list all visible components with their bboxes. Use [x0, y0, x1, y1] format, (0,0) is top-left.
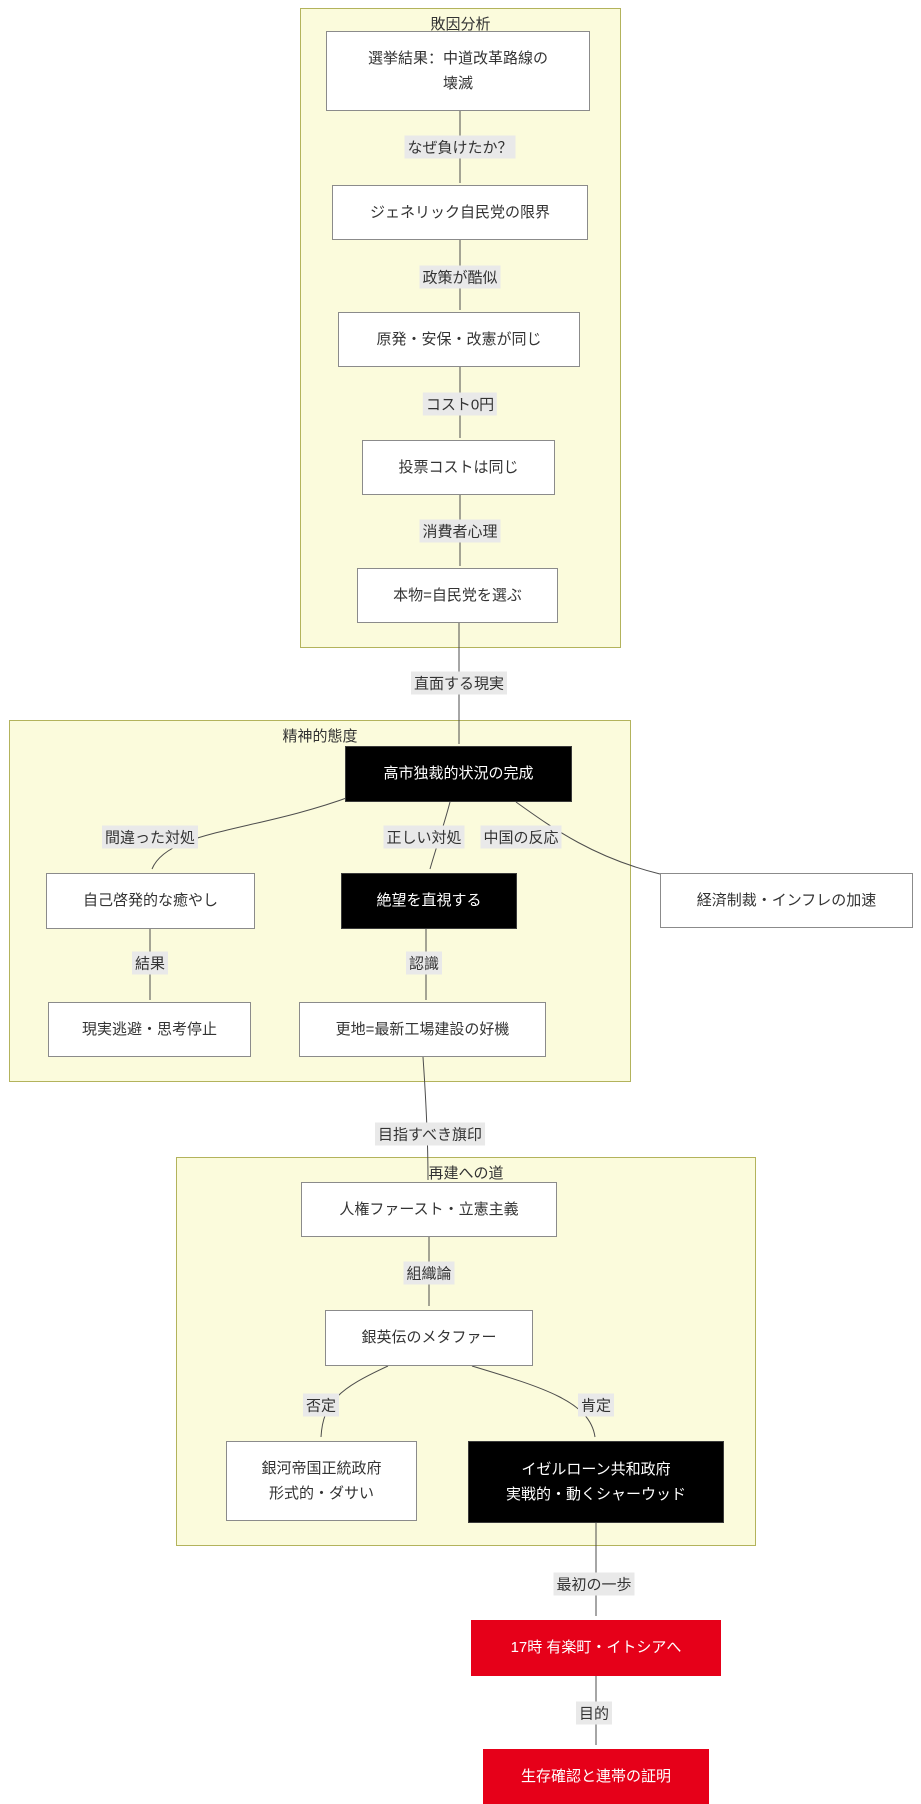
node-galactic-empire-govt: 銀河帝国正統政府 形式的・ダサい — [226, 1441, 417, 1521]
node-logh-metaphor: 銀英伝のメタファー — [325, 1310, 533, 1366]
edge-label-result: 結果 — [131, 951, 169, 975]
node-economic-sanctions: 経済制裁・インフレの加速 — [660, 873, 913, 928]
edge-label-purpose: 目的 — [575, 1701, 613, 1725]
node-voting-cost: 投票コストは同じ — [362, 440, 555, 495]
edge-label-facing-reality: 直面する現実 — [410, 671, 508, 695]
edge-label-flag-to-aim: 目指すべき旗印 — [375, 1122, 485, 1146]
edge-label-wrong-response: 間違った対処 — [101, 825, 199, 849]
edge-label-china-reaction: 中国の反応 — [480, 825, 562, 849]
subgraph-title: 敗因分析 — [430, 16, 491, 33]
edge-label-consumer-mind: 消費者心理 — [419, 519, 501, 543]
edge-label-affirm: 肯定 — [577, 1393, 615, 1417]
node-escapism: 現実逃避・思考停止 — [48, 1002, 251, 1057]
node-same-policies: 原発・安保・改憲が同じ — [338, 312, 580, 367]
edge-label-why-lost: なぜ負けたか？ — [404, 135, 516, 159]
node-takaichi-dictatorship: 高市独裁的状況の完成 — [345, 746, 572, 802]
node-survival-solidarity: 生存確認と連帯の証明 — [483, 1749, 709, 1804]
node-generic-ldp-limit: ジェネリック自民党の限界 — [332, 185, 588, 240]
node-blank-slate-chance: 更地=最新工場建設の好機 — [299, 1002, 546, 1057]
subgraph-title: 再建への道 — [428, 1165, 504, 1182]
edge-label-deny: 否定 — [302, 1393, 340, 1417]
node-choose-real-ldp: 本物=自民党を選ぶ — [357, 568, 558, 623]
node-rights-first: 人権ファースト・立憲主義 — [301, 1182, 557, 1237]
subgraph-title: 精神的態度 — [282, 728, 358, 745]
node-self-help-healing: 自己啓発的な癒やし — [46, 873, 255, 929]
node-election-result: 選挙結果：中道改革路線の 壊滅 — [326, 31, 590, 111]
node-face-despair: 絶望を直視する — [341, 873, 517, 929]
node-yurakucho-itocia: 17時 有楽町・イトシアへ — [471, 1620, 721, 1676]
edge-label-cost-zero: コスト0円 — [422, 392, 498, 416]
node-iserlohn-republic: イゼルローン共和政府 実戦的・動くシャーウッド — [468, 1441, 724, 1523]
edge-label-right-response: 正しい対処 — [383, 825, 465, 849]
edge-label-first-step: 最初の一歩 — [553, 1572, 635, 1596]
edge-label-recognition: 認識 — [405, 951, 443, 975]
edge-label-similar-policy: 政策が酷似 — [419, 265, 501, 289]
edge-label-organization: 組織論 — [403, 1261, 455, 1285]
